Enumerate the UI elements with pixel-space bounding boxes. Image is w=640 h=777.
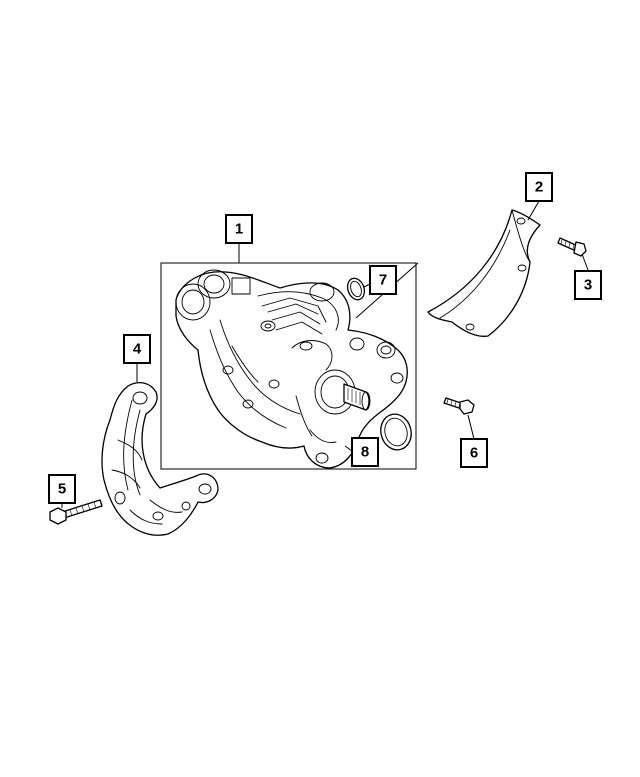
callout-5: 5 (48, 474, 76, 504)
leader-line-3 (581, 253, 589, 271)
leader-line-8 (344, 445, 353, 452)
callout-3: 3 (574, 270, 602, 300)
leader-line-6 (467, 414, 475, 440)
bracket-bolt (49, 499, 103, 525)
output-seal (380, 413, 412, 451)
leader-line-2 (527, 200, 540, 221)
callout-label: 3 (584, 277, 592, 294)
callout-4: 4 (123, 334, 151, 364)
callout-label: 6 (470, 445, 478, 462)
power-transfer-unit (175, 269, 408, 469)
callout-label: 1 (235, 221, 243, 238)
mounting-bracket (101, 381, 219, 536)
callout-7: 7 (369, 265, 397, 295)
callout-label: 5 (58, 481, 66, 498)
assembly-frame (160, 262, 417, 470)
callout-label: 8 (361, 444, 369, 461)
callout-1: 1 (225, 214, 253, 244)
callout-6: 6 (460, 438, 488, 468)
o-ring (346, 277, 366, 301)
callout-label: 7 (379, 272, 387, 289)
callout-label: 4 (133, 341, 142, 358)
unit-bolt (443, 397, 475, 415)
callout-label: 2 (535, 179, 543, 196)
heat-shield (427, 209, 541, 337)
heat-shield-bolt (557, 237, 587, 257)
callout-2: 2 (525, 172, 553, 202)
callout-8: 8 (351, 437, 379, 467)
